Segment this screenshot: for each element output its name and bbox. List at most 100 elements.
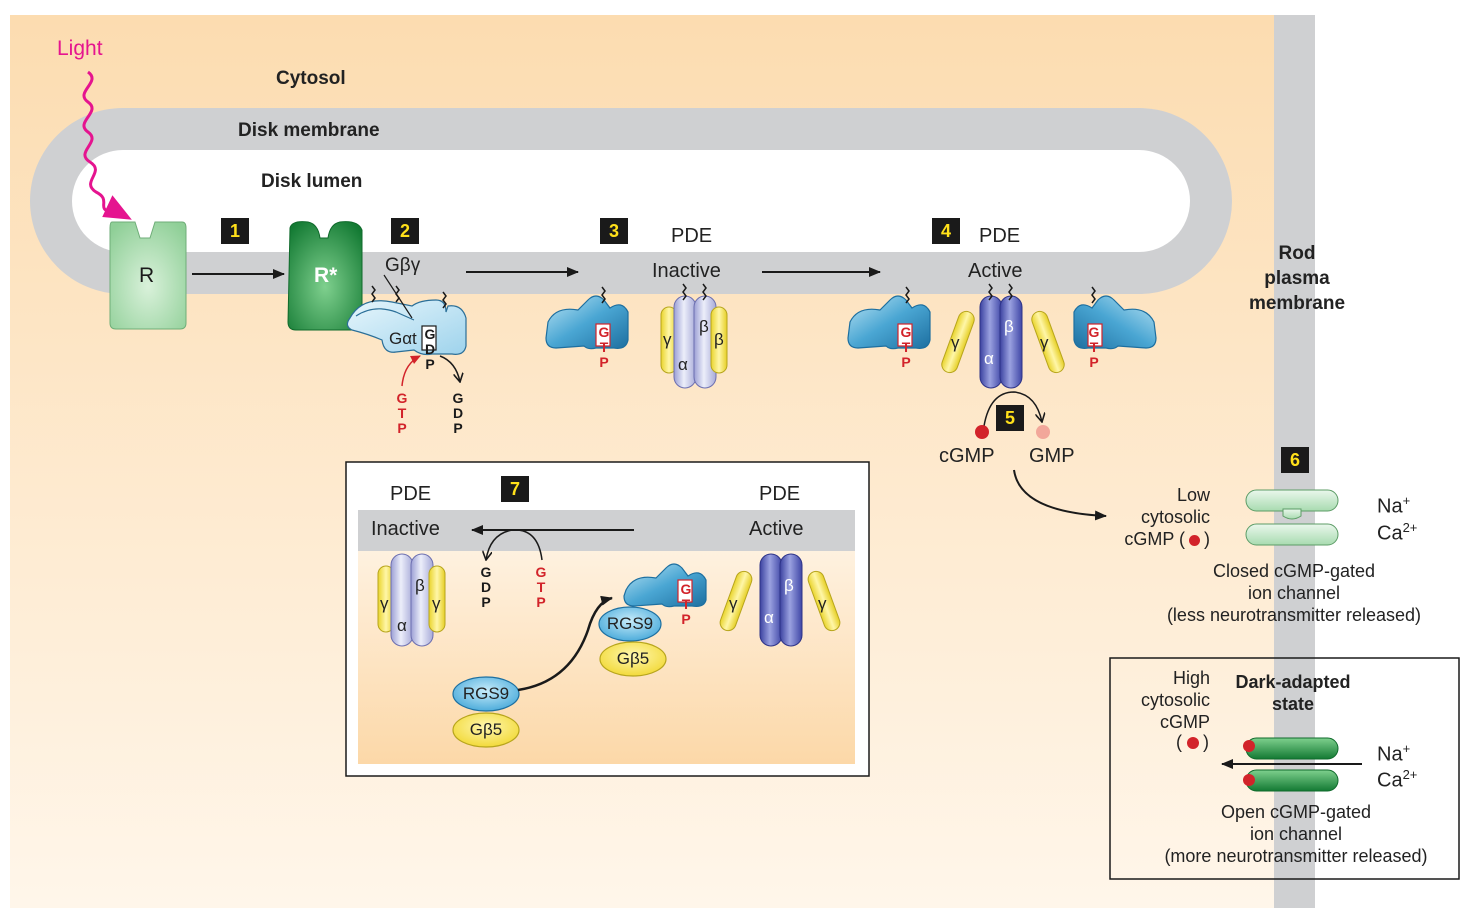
gdp-g: G [452,390,464,406]
ca-label-closed: Ca2+ [1377,520,1418,545]
gdp-out-arrow [439,355,460,382]
gtp-bound-step3: G T P [597,325,611,370]
arrow-to-low-cgmp [1013,469,1107,521]
low-cgmp-dot [1189,534,1200,546]
gtp-g: G [396,390,408,406]
alpha-s4: α [984,349,994,368]
gtp-g: G [680,581,692,597]
light-label: Light [57,37,103,60]
closed-cgmp-channel [1245,489,1339,546]
step-6-badge: 6 [1281,447,1309,473]
open-channel-line3: (more neurotransmitter released) [1164,846,1428,866]
na-label-open: Na+ [1377,741,1411,766]
low-cgmp-paren: ) [1204,529,1210,549]
beta-s4: β [1004,317,1014,336]
high-cgmp-paren-close: ) [1203,732,1209,752]
rod-plasma-membrane-label: Rod plasma membrane [1240,241,1354,316]
g-alpha-gtp-step4-left [847,295,931,350]
gmp-label: GMP [1029,445,1075,467]
dark-adapted-line2: state [1271,694,1315,714]
gdp-p: P [425,356,435,372]
gdp-d: D [424,341,436,357]
closed-channel-line2: ion channel [1247,583,1341,603]
gtp-p: P [1089,354,1099,370]
gamma-s4-right: γ [1040,333,1049,352]
inset-g-alpha-gtp [623,563,707,608]
gtp-g: G [598,324,610,340]
rod-label-line3: membrane [1248,293,1346,314]
inset-gtp-in: G T P [534,565,548,610]
step-2-badge: 2 [391,218,419,244]
inset-pde-inactive [377,553,446,647]
gtp-p: P [681,611,691,627]
gtp-t: T [536,579,546,595]
ca-label-open: Ca2+ [1377,767,1418,792]
disk-membrane-label: Disk membrane [238,120,380,141]
hydrolysis-arrow [983,391,1042,427]
high-cgmp-paren-open: ( [1176,732,1182,752]
inset-gamma-left2: γ [432,594,441,613]
cgmp-label: cGMP [939,445,995,467]
gamma-s3-left: γ [663,330,672,349]
inset-gamma-left: γ [380,594,389,613]
gdp-g: G [424,326,436,342]
low-cgmp-label: Low cytosolic cGMP () [1110,484,1210,550]
gtp-t: T [1089,339,1099,355]
bound-cgmp-dot-2 [1243,774,1255,786]
rgs9-bound [598,606,662,642]
light-arrowhead [102,195,132,220]
gtp-g: G [900,324,912,340]
gtp-hydrolysis-arrow [486,529,543,560]
open-channel-label: Open cGMP-gated ion channel (more neurot… [1138,801,1454,867]
gtp-t: T [599,339,609,355]
rhodopsin-active [287,221,363,331]
pde-label-step4: PDE [979,225,1021,247]
step-1-badge: 1 [221,218,249,244]
cgmp-dot [975,425,989,439]
step-4-badge: 4 [932,218,960,244]
gtp-p: P [536,594,546,610]
gbeta5-bound-label: Gβ5 [616,649,650,668]
r-star-label: R* [314,264,338,287]
high-cgmp-line3: cGMP [1159,712,1210,732]
dark-adapted-line1: Dark-adapted [1235,672,1351,692]
dark-adapted-box [1109,657,1460,880]
r-label: R [139,264,155,287]
g-beta-gamma-label: Gβγ [385,255,421,276]
rgs9-binding-arrow [517,595,613,692]
high-cgmp-label: High cytosolic cGMP [1110,667,1210,733]
g-protein-trimer [346,274,467,356]
rhodopsin-inactive [109,221,187,330]
gtp-bound-step4-right: G T P [1087,325,1101,370]
alpha-s3: α [678,355,688,374]
gtp-t: T [901,339,911,355]
inset-gamma-right2: γ [818,594,827,613]
gdp-out-step2: G D P [451,391,465,436]
gmp-dot [1036,425,1050,439]
gtp-t: T [681,596,691,612]
gtp-g: G [1088,324,1100,340]
open-channel-line2: ion channel [1249,824,1343,844]
closed-channel-line1: Closed cGMP-gated [1212,561,1376,581]
inset-pde-label-right: PDE [759,483,801,505]
beta-s3-right: β [714,330,724,349]
low-cgmp-line3: cGMP ( [1124,529,1185,549]
gbeta5-bound [599,641,667,677]
gtp-in-step2: G T P [395,391,409,436]
inactive-label-step3: Inactive [652,260,721,282]
rod-label-line1: Rod [1278,243,1316,264]
bound-cgmp-dot-1 [1243,740,1255,752]
disk-lumen-label: Disk lumen [261,171,363,192]
inset-alpha-left: α [397,616,407,635]
inset-beta-right: β [784,576,794,595]
gtp-p: P [599,354,609,370]
closed-channel-line3: (less neurotransmitter released) [1166,605,1422,625]
inset-pde-active [719,553,841,647]
inset-gamma-right1: γ [729,594,738,613]
gdp-d: D [452,405,464,421]
cytosol-label: Cytosol [276,68,346,89]
gbeta5-free [452,712,520,748]
step-7-badge: 7 [501,476,529,502]
high-cgmp-line1: High [1172,668,1210,688]
